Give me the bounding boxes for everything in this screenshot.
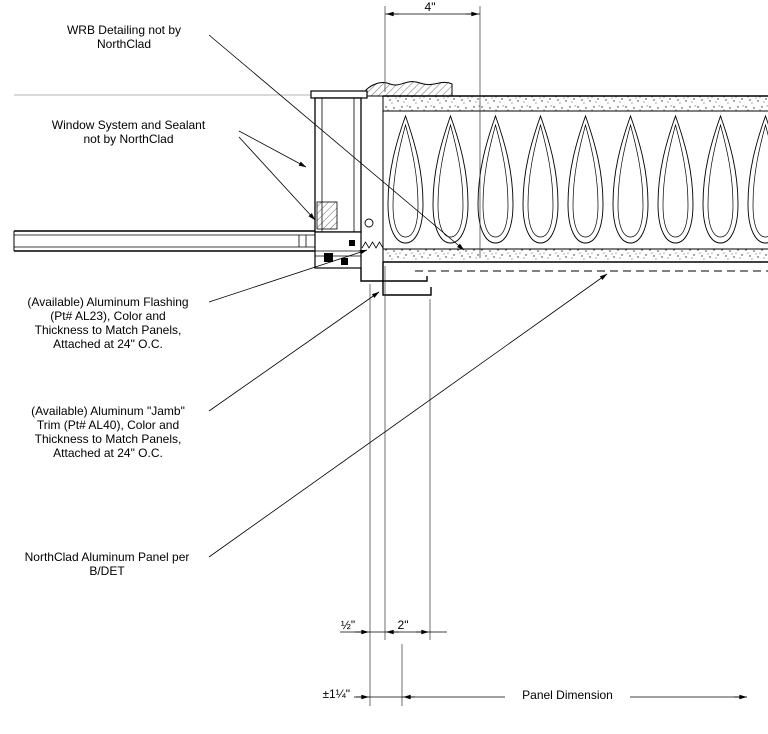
leader-window-system-2 <box>238 136 316 221</box>
window-glazing <box>13 230 315 252</box>
label-northclad-panel: NorthClad Aluminum Panel per B/DET <box>24 550 190 578</box>
wood-blocking <box>365 81 453 97</box>
batt-insulation <box>383 111 768 249</box>
aluminum-flashing <box>360 268 428 282</box>
wall-assembly <box>382 95 768 272</box>
leader-flashing <box>208 249 368 303</box>
sealant-block <box>324 253 333 262</box>
dim-text-4in: 4" <box>424 0 436 14</box>
glazing-pocket <box>316 201 338 230</box>
label-window-system: Window System and Sealant not by NorthCl… <box>51 118 206 146</box>
sealant-block <box>341 258 348 265</box>
outer-sheathing <box>383 96 768 111</box>
dim-text-panel-dimension: Panel Dimension <box>505 688 630 703</box>
frame-sill-section <box>314 231 362 269</box>
leader-window-system-1 <box>238 130 307 168</box>
sealant-joint <box>361 241 384 249</box>
label-wrb-detailing: WRB Detailing not by NorthClad <box>66 23 182 51</box>
leader-jamb-trim <box>208 291 380 412</box>
window-frame <box>310 90 384 249</box>
dim-text-2in: 2" <box>397 618 409 632</box>
leader-lines <box>208 34 608 558</box>
dim-text-tolerance: ±1¼" <box>322 687 350 701</box>
backer-rod <box>364 218 374 228</box>
aluminum-jamb-trim <box>382 262 432 296</box>
dim-text-half-inch: ½" <box>340 618 356 632</box>
inner-sheathing <box>383 249 768 262</box>
label-aluminum-flashing: (Available) Aluminum Flashing (Pt# AL23)… <box>27 295 189 351</box>
leader-panel <box>208 273 608 558</box>
extension-lines <box>369 6 481 706</box>
gasket <box>349 240 355 246</box>
leader-wrb <box>208 34 465 251</box>
label-jamb-trim: (Available) Aluminum "Jamb" Trim (Pt# AL… <box>31 404 185 460</box>
